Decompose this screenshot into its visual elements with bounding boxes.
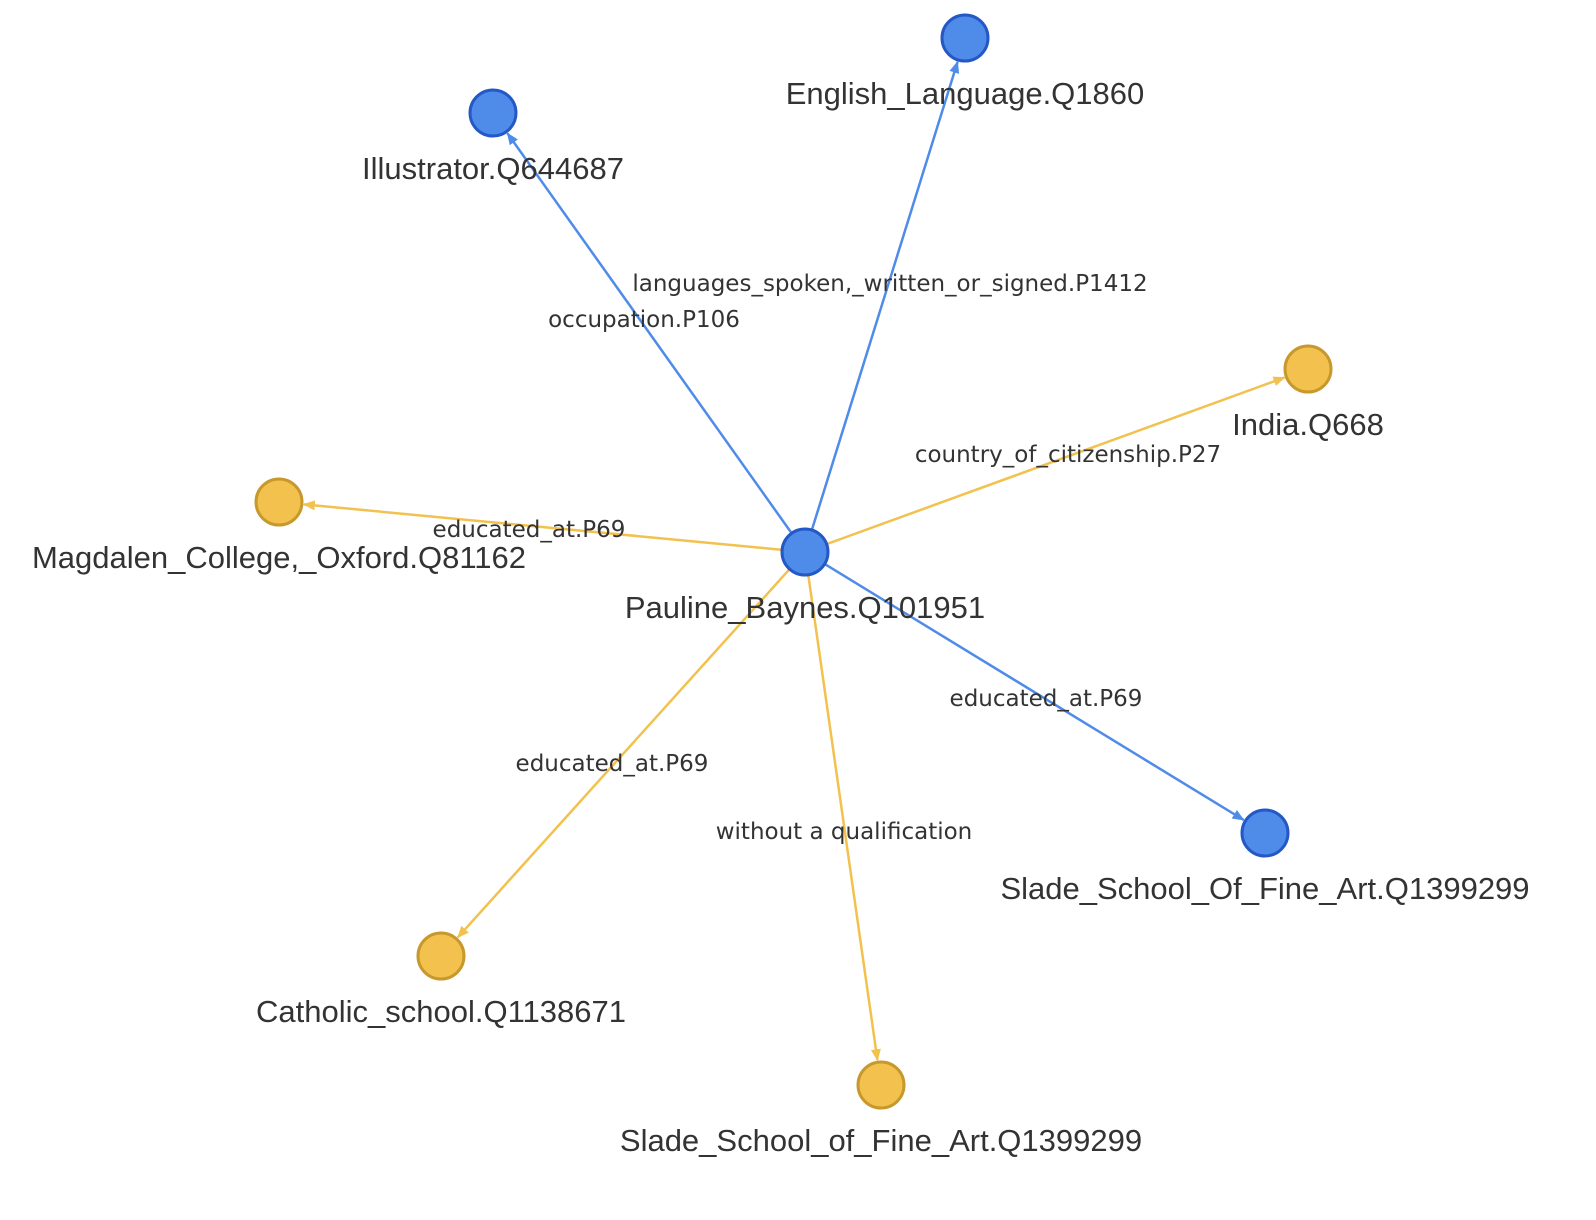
edge-label: country_of_citizenship.P27 [915,442,1221,468]
node-india[interactable] [1283,344,1333,394]
node-labels-layer: Pauline_Baynes.Q101951 Illustrator.Q64468… [32,76,1530,1158]
node-label-india: India.Q668 [1232,407,1384,442]
nodes-layer [254,13,1333,1110]
node-label-illustrator: Illustrator.Q644687 [362,151,624,186]
edge-pauline-english [810,60,960,531]
node-label-pauline: Pauline_Baynes.Q101951 [625,590,985,625]
edge-pauline-slade_blue [823,562,1245,822]
node-magdalen[interactable] [254,477,304,527]
node-label-english: English_Language.Q1860 [786,76,1145,111]
edges-layer [302,60,1286,1062]
edge-label: occupation.P106 [548,307,740,333]
node-slade_blue[interactable] [1240,808,1290,858]
edge-label: educated_at.P69 [516,751,709,777]
edge-label: languages_spoken,_written_or_signed.P141… [632,271,1147,297]
node-label-slade_yellow: Slade_School_of_Fine_Art.Q1399299 [620,1123,1142,1158]
edge-pauline-magdalen [302,500,783,552]
node-label-catholic: Catholic_school.Q1138671 [256,994,626,1029]
edge-label: without a qualification [716,819,973,845]
edge-pauline-india [826,376,1286,546]
edge-pauline-slade_yellow [807,574,881,1062]
node-english[interactable] [940,13,990,63]
node-illustrator[interactable] [468,88,518,138]
node-catholic[interactable] [416,931,466,981]
node-pauline[interactable] [780,527,830,577]
node-label-slade_blue: Slade_School_Of_Fine_Art.Q1399299 [1000,871,1529,906]
node-slade_yellow[interactable] [856,1060,906,1110]
edge-label: educated_at.P69 [433,517,626,543]
edge-pauline-illustrator [506,132,793,534]
node-label-magdalen: Magdalen_College,_Oxford.Q81162 [32,540,526,575]
edge-label: educated_at.P69 [950,686,1143,712]
edge-pauline-catholic [456,568,791,939]
edge-labels-layer: occupation.P106 languages_spoken,_written… [433,271,1222,845]
